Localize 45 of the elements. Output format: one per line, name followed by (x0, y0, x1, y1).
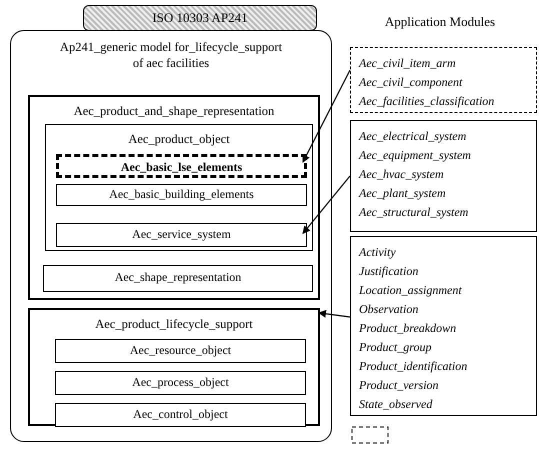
module-name: Aec_civil_item_arm (359, 55, 457, 72)
module-name: Aec_facilities_classification (359, 93, 496, 110)
frame-heading: Ap241_generic model for_lifecycle_support of aec facilities (58, 39, 284, 71)
entity-name: Aec_shape_representation (114, 269, 242, 286)
entity-box (55, 403, 306, 427)
module-name: State_observed (359, 396, 434, 413)
entity-name: Aec_service_system (131, 226, 232, 243)
entity-name: Aec_resource_object (128, 342, 232, 359)
module-name: Product_group (359, 339, 432, 356)
module-name: Location_assignment (359, 282, 463, 299)
module-name: Aec_equipment_system (359, 147, 472, 164)
entity-name: Aec_product_object (127, 131, 231, 148)
entity-box (55, 371, 306, 395)
entity-box (56, 154, 307, 178)
group-box (45, 124, 313, 251)
module-name: Product_identification (359, 358, 468, 375)
module-box (350, 47, 537, 113)
module-name: Aec_civil_component (359, 74, 464, 91)
group-box (28, 95, 320, 300)
module-name: Activity (359, 244, 397, 261)
column-heading: Application Modules (384, 14, 496, 30)
module-name: Aec_structural_system (359, 204, 470, 221)
entity-name: Aec_control_object (132, 406, 229, 423)
entity-name: Aec_product_lifecycle_support (94, 316, 254, 333)
arrow (302, 176, 350, 234)
module-name: Aec_hvac_system (359, 166, 445, 183)
module-name: Observation (359, 301, 420, 318)
module-box (350, 236, 537, 416)
module-box (350, 120, 537, 232)
entity-name: Aec_basic_lse_elements (120, 159, 244, 176)
entity-name: Aec_process_object (131, 374, 230, 391)
entity-name: Aec_product_and_shape_representation (72, 103, 276, 120)
module-name: Aec_electrical_system (359, 128, 468, 145)
arrow (318, 310, 350, 318)
entity-box (56, 184, 307, 206)
module-name: Justification (359, 263, 420, 280)
title-tab: ISO 10303 AP241 (83, 5, 317, 31)
entity-box (56, 223, 307, 247)
entity-name: Aec_basic_building_elements (108, 186, 255, 203)
module-name: Product_version (359, 377, 440, 394)
module-name: Product_breakdown (359, 320, 458, 337)
entity-box (55, 339, 306, 363)
group-box (28, 308, 320, 426)
entity-box (43, 265, 313, 292)
module-name: Aec_plant_system (359, 185, 447, 202)
